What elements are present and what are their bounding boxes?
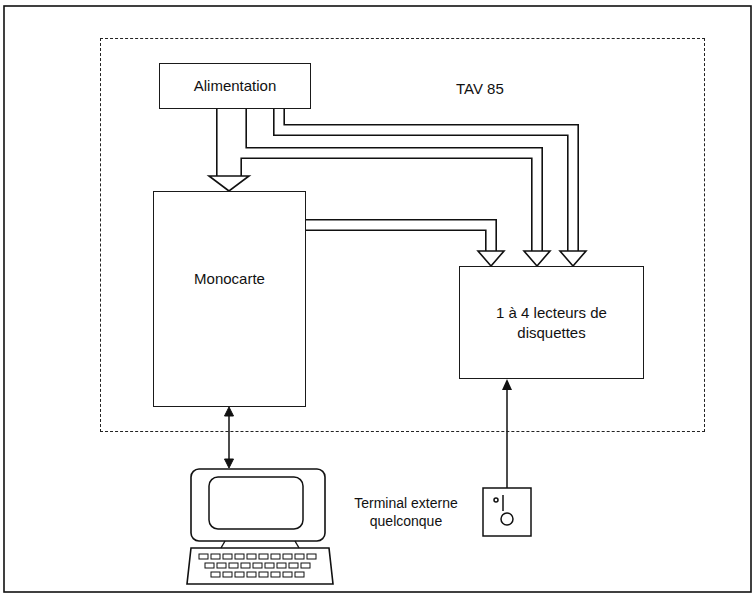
system-enclosure: TAV 85 AlimentationMonocarte 1 à 4 lecteur… xyxy=(100,38,705,432)
power-bus-outline xyxy=(279,109,573,251)
terminal-node: Terminal externe quelconque xyxy=(185,468,475,586)
arrowhead xyxy=(209,176,249,191)
node-label: Monocarte xyxy=(194,269,265,289)
terminal-illustration xyxy=(185,468,335,586)
arrowhead xyxy=(524,251,550,266)
arrowhead xyxy=(225,459,234,468)
node-label: Alimentation xyxy=(194,76,277,96)
floppy-disk-symbol xyxy=(483,488,531,536)
arrowhead xyxy=(478,251,504,266)
floppy-insert-arrow xyxy=(502,379,512,488)
link-line xyxy=(228,416,230,459)
floppy-drives-box: 1 à 4 lecteurs de disquettes xyxy=(459,266,644,379)
cpu-board-box: Monocarte xyxy=(153,191,306,407)
arrowhead xyxy=(225,407,234,416)
power-bus-inner xyxy=(279,109,573,251)
node-label: Terminal externe quelconque xyxy=(347,494,465,530)
outer-frame xyxy=(4,6,751,592)
power-supply-box: Alimentation xyxy=(159,63,311,109)
power-bus-outline xyxy=(306,225,491,251)
node-label: TAV 85 xyxy=(456,79,504,99)
node-label: 1 à 4 lecteurs de disquettes xyxy=(496,303,607,342)
power-bus-inner xyxy=(306,225,491,251)
arrowhead xyxy=(560,251,586,266)
